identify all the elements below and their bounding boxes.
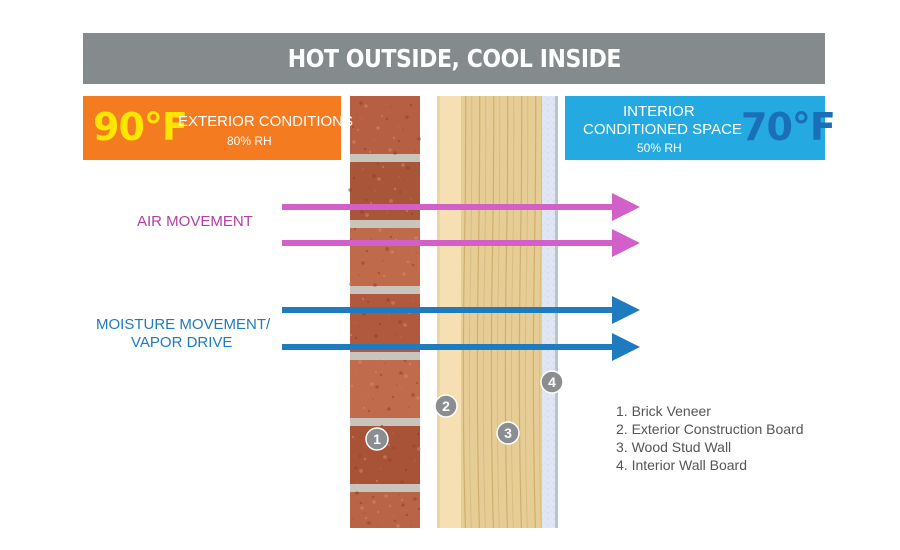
moisture-arrow (282, 333, 640, 361)
badge-wood-stud: 3 (496, 421, 520, 445)
legend-item: 3. Wood Stud Wall (616, 439, 732, 455)
badge-interior-wall-board: 4 (540, 370, 564, 394)
badge-brick-veneer: 1 (365, 427, 389, 451)
exterior-temperature: 90°F (93, 105, 188, 149)
moisture-movement-label: MOISTURE MOVEMENT/ (96, 316, 271, 333)
interior-label-line2: CONDITIONED SPACE (583, 121, 742, 138)
air-arrow (282, 193, 640, 221)
interior-label-line1: INTERIOR (623, 103, 695, 120)
layer-legend: 1. Brick Veneer 2. Exterior Construction… (616, 402, 804, 474)
moisture-arrow (282, 296, 640, 324)
legend-item: 1. Brick Veneer (616, 403, 711, 419)
brick (350, 294, 420, 352)
brick (350, 228, 420, 286)
legend-item: 2. Exterior Construction Board (616, 421, 804, 437)
svg-text:2: 2 (442, 398, 450, 414)
vapor-drive-label: VAPOR DRIVE (131, 334, 233, 351)
exterior-humidity: 80% RH (227, 134, 272, 148)
legend-item: 4. Interior Wall Board (616, 457, 747, 473)
exterior-label: EXTERIOR CONDITIONS (178, 113, 354, 130)
interior-temperature: 70°F (741, 105, 836, 149)
air-arrow (282, 229, 640, 257)
air-movement-label: AIR MOVEMENT (137, 213, 253, 230)
exterior-conditions-box: 90°F EXTERIOR CONDITIONS 80% RH (83, 96, 353, 160)
diagram-title: HOT OUTSIDE, COOL INSIDE (287, 44, 621, 73)
svg-text:1: 1 (373, 431, 381, 447)
interior-humidity: 50% RH (637, 141, 682, 155)
title-banner: HOT OUTSIDE, COOL INSIDE (83, 33, 825, 84)
brick (350, 96, 420, 154)
svg-text:4: 4 (548, 374, 556, 390)
brick (350, 492, 420, 528)
brick (350, 360, 420, 418)
badge-exterior-board: 2 (434, 394, 458, 418)
svg-text:3: 3 (504, 425, 512, 441)
interior-conditions-box: INTERIOR CONDITIONED SPACE 50% RH 70°F (565, 96, 836, 160)
